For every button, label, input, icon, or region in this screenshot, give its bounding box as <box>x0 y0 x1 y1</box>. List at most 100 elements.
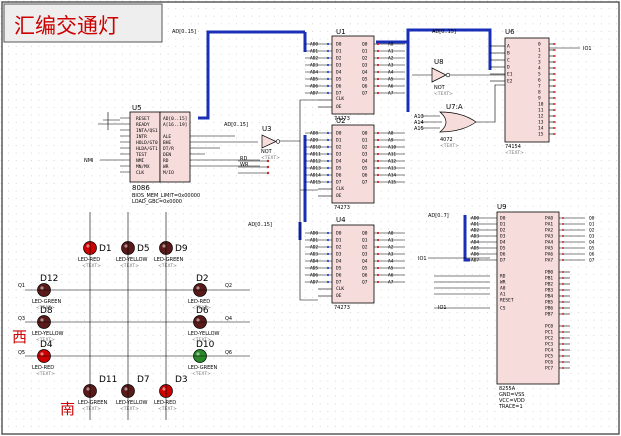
svg-text:D8: D8 <box>40 306 53 316</box>
svg-text:D1: D1 <box>99 244 112 254</box>
pin-q: Q0 <box>362 231 368 237</box>
svg-text:CLK: CLK <box>336 186 344 192</box>
u9-pa: PA0 <box>545 216 553 222</box>
pin-q: Q5 <box>362 266 368 272</box>
pin-d: D2 <box>336 145 342 151</box>
pin-in: AD4 <box>310 259 318 265</box>
svg-text:AD[0..15]: AD[0..15] <box>163 116 187 122</box>
pin-out: A13 <box>388 166 396 172</box>
direction-west: 西 <box>12 328 27 346</box>
u9-qout: Q3 <box>589 234 595 240</box>
u9-pb: PB4 <box>545 294 553 300</box>
svg-text:VCC=VDD: VCC=VDD <box>499 398 525 404</box>
pin-in: AD1 <box>310 49 318 55</box>
pin-d: D1 <box>336 49 342 55</box>
pin-in: AD3 <box>310 252 318 258</box>
pin-q: Q6 <box>362 84 368 90</box>
svg-text:HLDA/GT1: HLDA/GT1 <box>136 146 158 152</box>
u9-pc: PC2 <box>545 336 553 342</box>
pin-d: D6 <box>336 173 342 179</box>
pin-d: D0 <box>336 131 342 137</box>
pin-out: A2 <box>388 56 394 62</box>
svg-text:<TEXT>: <TEXT> <box>434 91 453 97</box>
pin-d: D1 <box>336 238 342 244</box>
svg-text:U8: U8 <box>434 58 444 66</box>
u9-pc: PC1 <box>545 330 553 336</box>
pin-d: D6 <box>336 273 342 279</box>
svg-text:D10: D10 <box>196 340 215 350</box>
direction-south: 南 <box>60 400 75 418</box>
chip-u1[interactable]: U1 74273 CLK OE <box>331 28 375 122</box>
pin-out: A10 <box>388 145 396 151</box>
svg-text:CLK: CLK <box>336 286 344 292</box>
gate-u7[interactable]: U7:A 4072 <TEXT> <box>439 103 477 149</box>
u6-out: 12 <box>538 114 544 120</box>
svg-text:LED-RED: LED-RED <box>154 400 176 406</box>
svg-text:LED-YELLOW: LED-YELLOW <box>32 331 64 337</box>
u9-pa: PA1 <box>545 222 553 228</box>
svg-text:<TEXT>: <TEXT> <box>192 371 211 377</box>
gate-u3[interactable]: U3 NOT <TEXT> <box>261 125 280 161</box>
svg-text:<TEXT>: <TEXT> <box>505 150 524 156</box>
pin-out: A12 <box>388 159 396 165</box>
u9-d: AD5 <box>471 246 479 252</box>
chip-u6[interactable]: U6 74154 <TEXT> <box>504 28 550 156</box>
u9-pa: PA6 <box>545 252 553 258</box>
svg-text:D6: D6 <box>196 306 209 316</box>
pin-q: Q7 <box>362 180 368 186</box>
pin-d: D4 <box>336 70 342 76</box>
u9-d: AD2 <box>471 228 479 234</box>
pin-q: Q5 <box>362 77 368 83</box>
svg-text:Q1: Q1 <box>18 283 25 289</box>
pin-out: A5 <box>388 266 394 272</box>
pin-in: AD7 <box>310 91 318 97</box>
pin-out: A14 <box>388 173 396 179</box>
u9-d: AD6 <box>471 252 479 258</box>
net-rd: RD <box>240 156 247 162</box>
pin-d: D5 <box>336 166 342 172</box>
u9-qout: Q7 <box>589 258 595 264</box>
svg-text:<TEXT>: <TEXT> <box>192 305 211 311</box>
title-box <box>3 3 163 43</box>
svg-text:LED-YELLOW: LED-YELLOW <box>116 400 148 406</box>
svg-text:LED-YELLOW: LED-YELLOW <box>188 331 220 337</box>
pin-d: D3 <box>336 152 342 158</box>
svg-text:U7:A: U7:A <box>446 103 463 111</box>
u6-out: 15 <box>538 132 544 138</box>
u9-qout: Q2 <box>589 228 595 234</box>
pin-q: Q6 <box>362 273 368 279</box>
u9-dlabel: D7 <box>500 258 506 264</box>
svg-text:A13: A13 <box>414 114 424 120</box>
u9-d: AD0 <box>471 216 479 222</box>
u9-pb: PB0 <box>545 270 553 276</box>
chip-u9[interactable]: U9 8255A GND=VSS VCC=VDD TRACE=1 <box>496 203 560 410</box>
bus-label-ad-right: AD[0..15] <box>432 29 456 35</box>
pin-q: Q4 <box>362 159 368 165</box>
pin-in: AD13 <box>310 166 321 172</box>
svg-text:<TEXT>: <TEXT> <box>120 406 139 412</box>
u6-in: E1 <box>507 72 513 78</box>
svg-text:GND=VSS: GND=VSS <box>499 392 524 398</box>
svg-text:U1: U1 <box>336 28 346 36</box>
svg-text:NOT: NOT <box>434 85 446 91</box>
svg-text:OE: OE <box>336 104 342 110</box>
net-nmi: NMI <box>84 158 94 164</box>
svg-text:D12: D12 <box>40 274 58 284</box>
bus-label-ad-top: AD[0..15] <box>172 29 196 35</box>
pin-q: Q4 <box>362 70 368 76</box>
chip-u2[interactable]: U2 74273 CLK OE <box>331 117 375 211</box>
pin-out: A8 <box>388 131 394 137</box>
svg-text:Q5: Q5 <box>18 350 25 356</box>
svg-text:D4: D4 <box>40 340 53 350</box>
chip-u5[interactable]: U5 RESET READY INTA/QS1 INTR HOLD/GT0 HL… <box>98 104 260 205</box>
pin-in: AD12 <box>310 159 321 165</box>
pin-q: Q5 <box>362 166 368 172</box>
svg-text:D5: D5 <box>137 244 150 254</box>
chip-u4[interactable]: U4 74273 CLK OE <box>331 216 375 311</box>
u9-dlabel: D0 <box>500 216 506 222</box>
svg-text:A[16..19]: A[16..19] <box>163 122 187 128</box>
u9-qout: Q4 <box>589 240 595 246</box>
pin-in: AD2 <box>310 245 318 251</box>
